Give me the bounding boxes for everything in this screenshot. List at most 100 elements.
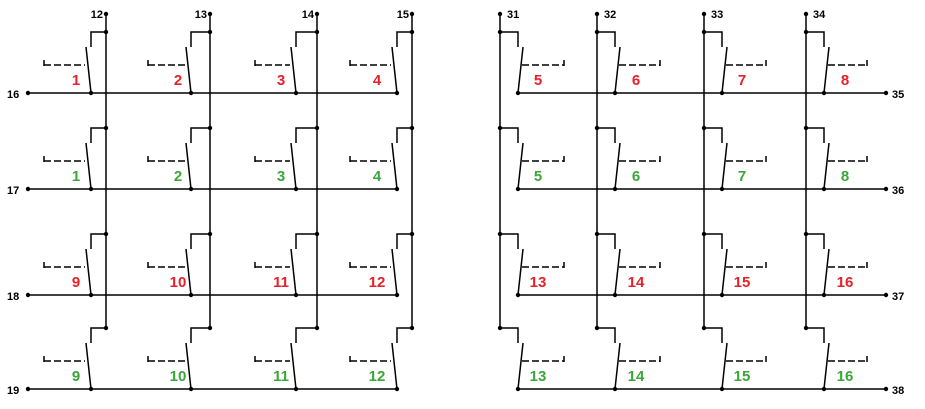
switch-pivot-dot — [394, 386, 400, 392]
switch-pivot-dot — [188, 292, 194, 298]
switch-contact-wire — [90, 31, 106, 47]
key-label: 12 — [369, 274, 386, 291]
key-label: 8 — [841, 168, 849, 185]
switch-blade — [185, 248, 192, 296]
switch-blade — [185, 46, 192, 94]
column-pin-dot — [803, 11, 809, 17]
key-label: 1 — [72, 168, 80, 185]
switch-contact-wire — [190, 233, 210, 249]
switch-contact-wire — [90, 127, 106, 143]
junction-dot — [701, 325, 707, 331]
key-label: 10 — [170, 274, 187, 291]
junction-dot — [207, 29, 213, 35]
switch-pivot-dot — [515, 186, 521, 192]
switch-pivot-dot — [821, 186, 827, 192]
row-pin-label: 16 — [7, 89, 19, 101]
switch-blade — [517, 46, 524, 94]
switch-blade — [85, 342, 92, 390]
key-label: 2 — [174, 168, 182, 185]
junction-dot — [701, 29, 707, 35]
switch-pivot-dot — [821, 90, 827, 96]
key-label: 12 — [369, 368, 386, 385]
key-label: 7 — [738, 72, 746, 89]
junction-dot — [803, 125, 809, 131]
key-label: 1 — [72, 72, 80, 89]
switch-contact-wire — [396, 233, 412, 249]
switch-blade — [614, 342, 621, 390]
switch-pivot-dot — [88, 386, 94, 392]
switch-contact-wire — [597, 31, 616, 47]
junction-dot — [497, 125, 503, 131]
switch-pivot-dot — [88, 186, 94, 192]
junction-dot — [803, 325, 809, 331]
switch-blade — [185, 142, 192, 190]
switch-contact-wire — [597, 127, 616, 143]
switch-pivot-dot — [88, 292, 94, 298]
switch-pivot-dot — [719, 186, 725, 192]
junction-dot — [409, 231, 415, 237]
junction-dot — [594, 325, 600, 331]
switch-contact-wire — [396, 127, 412, 143]
row-pin-dot — [25, 186, 31, 192]
junction-dot — [207, 231, 213, 237]
switch-blade — [823, 46, 830, 94]
switch-blade — [823, 248, 830, 296]
key-label: 3 — [277, 168, 285, 185]
junction-dot — [314, 29, 320, 35]
switch-pivot-dot — [612, 186, 618, 192]
switch-pivot-dot — [293, 90, 299, 96]
key-label: 16 — [837, 368, 854, 385]
switch-blade — [823, 342, 830, 390]
switch-contact-wire — [396, 31, 412, 47]
switch-pivot-dot — [821, 292, 827, 298]
switch-contact-wire — [90, 327, 106, 343]
switch-blade — [290, 142, 297, 190]
junction-dot — [103, 29, 109, 35]
switch-pivot-dot — [293, 292, 299, 298]
junction-dot — [207, 325, 213, 331]
switch-contact-wire — [704, 127, 723, 143]
junction-dot — [497, 29, 503, 35]
key-label: 13 — [530, 274, 547, 291]
row-pin-label: 37 — [892, 291, 904, 303]
switch-pivot-dot — [719, 90, 725, 96]
switch-blade — [823, 142, 830, 190]
switch-blade — [614, 46, 621, 94]
switch-blade — [85, 142, 92, 190]
switch-contact-wire — [597, 327, 616, 343]
junction-dot — [314, 231, 320, 237]
row-pin-dot — [883, 90, 889, 96]
switch-contact-wire — [704, 327, 723, 343]
key-label: 4 — [373, 72, 382, 89]
switch-pivot-dot — [719, 386, 725, 392]
column-pin-dot — [409, 11, 415, 17]
switch-contact-wire — [190, 31, 210, 47]
switch-contact-wire — [190, 127, 210, 143]
junction-dot — [594, 29, 600, 35]
switch-contact-wire — [295, 233, 317, 249]
column-pin-dot — [594, 11, 600, 17]
switch-pivot-dot — [394, 186, 400, 192]
junction-dot — [103, 125, 109, 131]
key-label: 13 — [530, 368, 547, 385]
row-pin-dot — [883, 386, 889, 392]
column-pin-dot — [314, 11, 320, 17]
row-pin-dot — [25, 386, 31, 392]
row-pin-label: 36 — [892, 185, 904, 197]
key-label: 7 — [738, 168, 746, 185]
junction-dot — [803, 29, 809, 35]
key-label: 9 — [72, 274, 80, 291]
key-label: 10 — [170, 368, 187, 385]
column-pin-label: 31 — [507, 9, 519, 21]
switch-pivot-dot — [612, 386, 618, 392]
switch-contact-wire — [704, 233, 723, 249]
switch-contact-wire — [597, 233, 616, 249]
switch-blade — [721, 142, 728, 190]
junction-dot — [314, 125, 320, 131]
switch-pivot-dot — [612, 292, 618, 298]
switch-blade — [517, 142, 524, 190]
key-label: 6 — [632, 168, 640, 185]
switch-contact-wire — [396, 327, 412, 343]
switch-pivot-dot — [188, 186, 194, 192]
